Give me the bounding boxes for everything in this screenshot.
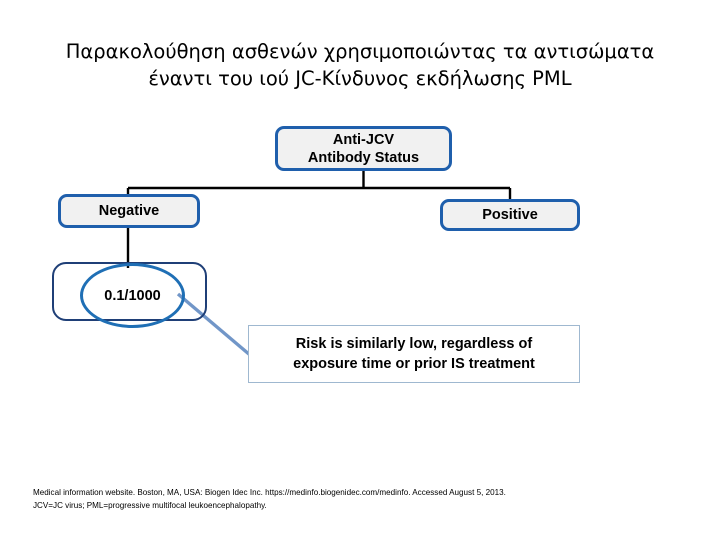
page-title-line-2: έναντι του ιού JC-Κίνδυνος εκδήλωσης PML bbox=[148, 67, 572, 90]
node-anti-jcv-antibody-status[interactable]: Anti-JCV Antibody Status bbox=[275, 126, 452, 171]
node-rate-value: 0.1/1000 bbox=[104, 287, 161, 304]
node-positive[interactable]: Positive bbox=[440, 199, 580, 231]
footnote-abbreviations: JCV=JC virus; PML=progressive multifocal… bbox=[33, 501, 267, 510]
callout-line-1: Risk is similarly low, regardless of bbox=[295, 336, 533, 352]
node-status-line-1: Anti-JCV bbox=[332, 131, 395, 148]
node-rate-highlight-ellipse[interactable]: 0.1/1000 bbox=[80, 263, 185, 328]
node-negative-label: Negative bbox=[98, 203, 160, 219]
callout-line-2: exposure time or prior IS treatment bbox=[293, 356, 535, 372]
page-title-line-1: Παρακολούθηση ασθενών χρησιμοποιώντας τα… bbox=[65, 40, 655, 63]
page-title: Παρακολούθηση ασθενών χρησιμοποιώντας τα… bbox=[40, 38, 680, 92]
callout-risk-note[interactable]: Risk is similarly low, regardless of exp… bbox=[248, 325, 580, 383]
node-status-line-2: Antibody Status bbox=[307, 149, 420, 166]
leader-line-rate-to-callout bbox=[176, 292, 252, 357]
node-positive-label: Positive bbox=[482, 207, 538, 223]
footnote-source: Medical information website. Boston, MA,… bbox=[33, 488, 506, 497]
node-negative[interactable]: Negative bbox=[58, 194, 200, 228]
